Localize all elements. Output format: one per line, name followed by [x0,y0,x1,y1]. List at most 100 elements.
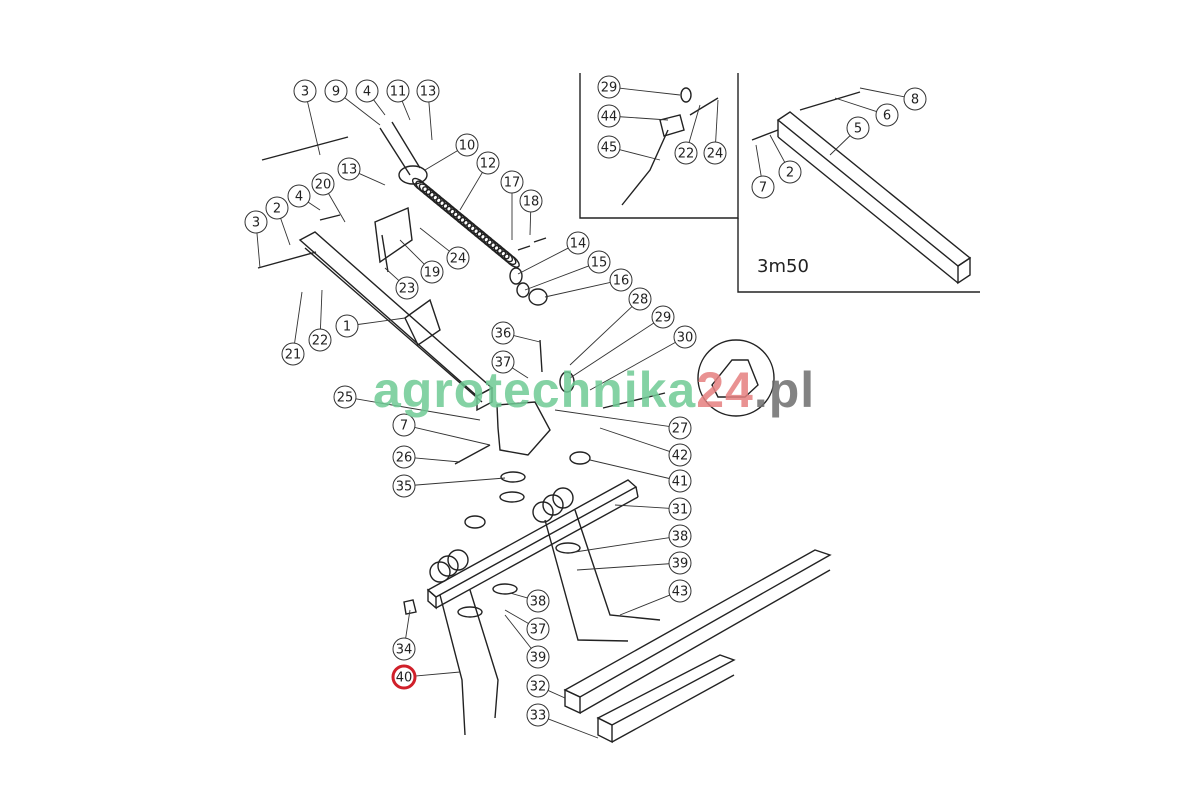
callout-number: 28 [632,293,649,308]
leader-line [569,306,633,366]
callout-number: 4 [363,85,371,100]
callout-number: 15 [591,256,608,271]
callout-part-1: 1 [335,314,359,338]
watermark: agrotechnika24.pl [373,365,815,415]
leader-line [547,690,566,699]
callout-part-21: 21 [281,342,305,366]
callout-number: 24 [707,147,724,162]
leader-line [280,218,291,246]
callout-part-33: 33 [526,703,550,727]
callout-number: 37 [530,623,547,638]
callout-number: 10 [459,139,476,154]
leader-line [688,104,701,143]
callout-number: 43 [672,585,689,600]
leader-line [524,265,589,291]
callout-circle [609,268,633,292]
leader-line [576,563,670,571]
callout-part-16: 16 [609,268,633,292]
callout-part-11: 11 [386,79,410,103]
callout-circle [265,196,289,220]
leader-line [307,101,321,156]
leader-line [373,99,386,116]
callout-number: 30 [677,331,694,346]
callout-number: 35 [396,480,413,495]
callout-circle [526,703,550,727]
callout-circle [491,321,515,345]
leader-line [459,172,483,211]
callout-part-14: 14 [566,231,590,255]
callout-circle [566,231,590,255]
callout-circle [903,87,927,111]
callout-number: 19 [424,266,441,281]
callout-circle [751,175,775,199]
callout-circle [587,250,611,274]
callout-number: 34 [396,643,413,658]
watermark-number: 24 [696,362,754,418]
beam-3m50 [751,91,972,285]
callout-part-24: 24 [446,246,470,270]
leader-line [512,367,529,379]
callout-part-40: 40 [391,664,417,690]
callout-number: 4 [295,190,303,205]
callout-circle [308,328,332,352]
callout-circle [337,157,361,181]
leader-line [504,609,529,624]
callout-circle [597,104,621,128]
callout-circle [455,133,479,157]
callout-circle [519,189,543,213]
callout-part-36: 36 [491,321,515,345]
callout-circle [526,589,550,613]
callout-part-23: 23 [395,276,419,300]
leader-line [554,409,670,427]
leader-line [355,398,481,421]
callout-circle [628,287,652,311]
callout-part-38: 38 [668,524,692,548]
leader-line [504,614,532,649]
leader-line [829,135,851,156]
callout-circle [446,246,470,270]
callout-number: 2 [273,202,281,217]
callout-circle [311,172,335,196]
leader-line [319,289,323,330]
callout-number: 37 [495,356,512,371]
callout-circle [668,416,692,440]
callout-number: 22 [312,334,329,349]
callout-number: 26 [396,451,413,466]
callout-number: 31 [672,503,689,518]
callout-circle [597,75,621,99]
callout-number: 38 [530,595,547,610]
callout-number: 41 [672,475,689,490]
spring [411,177,520,268]
callout-part-17: 17 [500,170,524,194]
callout-part-9: 9 [324,79,348,103]
callout-number: 29 [601,81,618,96]
leader-line [619,116,669,121]
callout-circle [500,170,524,194]
callout-part-45: 45 [597,135,621,159]
leader-line [384,267,400,281]
leader-line [544,281,611,298]
inset-frames [579,73,980,293]
callout-number: 3 [301,85,309,100]
callout-number: 1 [343,320,351,335]
callout-number: 14 [570,237,587,252]
callout-number: 2 [786,166,794,181]
callout-part-31: 31 [668,497,692,521]
callout-number: 18 [523,195,540,210]
leader-line [414,457,461,463]
callout-part-41: 41 [668,469,692,493]
callout-circle [333,385,357,409]
leader-line [256,232,261,269]
leader-line [859,87,905,98]
callout-circle [476,151,500,175]
callout-circle [391,664,417,690]
callout-circle [395,276,419,300]
callout-number: 11 [390,85,407,100]
callout-part-5: 5 [846,116,870,140]
callout-part-6: 6 [875,103,899,127]
callout-circle [244,210,268,234]
callout-part-4: 4 [355,79,379,103]
callout-circle [668,497,692,521]
callout-number: 13 [341,163,358,178]
watermark-brand: agrotechnika [373,362,697,418]
